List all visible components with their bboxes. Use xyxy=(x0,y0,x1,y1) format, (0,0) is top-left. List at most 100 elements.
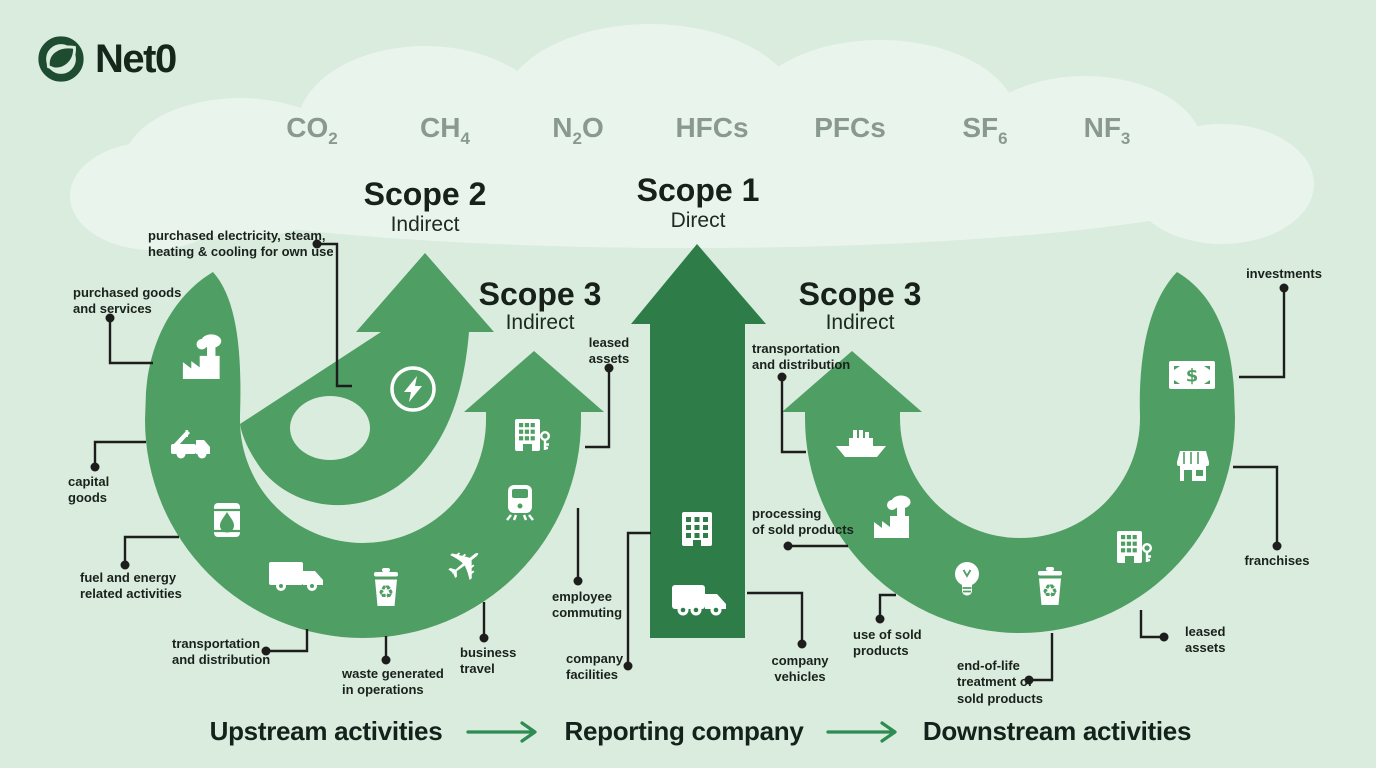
net0-leaf-icon xyxy=(38,36,84,82)
recycle-bin-icon: ♻ xyxy=(1038,567,1062,605)
net0-logo: Net0 xyxy=(36,34,177,84)
connector-dot-business-travel xyxy=(479,633,489,643)
flow-arrow-right xyxy=(826,721,897,743)
connector-investments xyxy=(1239,288,1286,379)
connector-dot-fuel-energy xyxy=(120,560,130,570)
flow-arrows xyxy=(466,721,897,743)
callout-employee-commuting: employee commuting xyxy=(552,589,623,621)
building-key-icon xyxy=(1117,531,1152,563)
gas-label: CO2 xyxy=(286,112,337,148)
scope2-subtitle: Indirect xyxy=(390,213,460,236)
box-truck-icon xyxy=(672,585,726,616)
connector-purchased-goods xyxy=(108,318,153,365)
callout-end-of-life: end-of-life treatment of sold products xyxy=(957,658,1043,706)
connector-transportation-upstream xyxy=(266,629,309,653)
scope2-title: Scope 2 xyxy=(363,176,487,212)
lightning-circle-icon xyxy=(390,366,436,412)
callout-leased-assets-upstream: leased assets xyxy=(588,335,630,367)
svg-text:$: $ xyxy=(1186,366,1199,387)
connector-dot-use-sold-products xyxy=(875,614,885,624)
connector-dot-purchased-goods xyxy=(105,313,115,323)
callout-leased-assets-downstream: leased assets xyxy=(1185,624,1226,656)
connector-fuel-energy xyxy=(123,535,179,565)
factory-smoke-icon xyxy=(874,495,911,538)
connector-capital-goods xyxy=(93,440,146,467)
connector-dot-capital-goods xyxy=(90,462,100,472)
connector-dot-purchased-electricity xyxy=(312,239,322,249)
connector-leased-assets-downstream xyxy=(1139,610,1164,639)
gas-label: CH4 xyxy=(420,112,470,148)
connector-company-facilities xyxy=(626,531,651,666)
callout-investments: investments xyxy=(1246,266,1322,281)
scope3-right-title: Scope 3 xyxy=(798,276,922,312)
connector-dot-transportation-downstream xyxy=(777,372,787,382)
office-building-icon xyxy=(682,512,712,546)
callout-waste-operations: waste generated in operations xyxy=(342,666,444,698)
connector-dot-investments xyxy=(1279,283,1289,293)
callout-company-facilities: company facilities xyxy=(566,651,624,683)
scope1-subtitle: Direct xyxy=(670,209,726,232)
connector-leased-assets-upstream xyxy=(585,368,611,449)
callout-transportation-downstream: transportation and distribution xyxy=(752,341,851,373)
connector-use-sold-products xyxy=(878,593,896,619)
gas-label: SF6 xyxy=(962,112,1007,148)
callout-transportation-upstream: transportation and distribution xyxy=(172,636,271,668)
footer-downstream-label: Downstream activities xyxy=(922,716,1192,746)
logo-text: Net0 xyxy=(95,36,177,81)
connector-end-of-life xyxy=(1029,633,1054,682)
train-icon xyxy=(506,485,534,521)
lightbulb-icon xyxy=(955,562,979,596)
scope2-arrow-hole xyxy=(290,396,370,460)
scope1-arrow xyxy=(631,244,766,638)
scope2-arrow xyxy=(240,253,494,506)
svg-text:♻: ♻ xyxy=(1042,581,1058,602)
svg-text:♻: ♻ xyxy=(378,582,394,603)
connector-dot-employee-commuting xyxy=(573,576,583,586)
crane-truck-icon xyxy=(171,430,210,459)
connector-dot-processing-sold-products xyxy=(783,541,793,551)
dollar-bill-icon: $ xyxy=(1169,361,1215,389)
connector-dot-franchises xyxy=(1272,541,1282,551)
connector-dot-company-facilities xyxy=(623,661,633,671)
ship-icon xyxy=(836,430,886,457)
connector-transportation-downstream xyxy=(780,377,806,454)
recycle-bin-icon: ♻ xyxy=(374,568,398,606)
gas-label: NF3 xyxy=(1084,112,1131,148)
scope1-title: Scope 1 xyxy=(636,172,760,208)
upstream-scope3-band xyxy=(145,272,604,638)
footer-upstream-label: Upstream activities xyxy=(209,716,443,746)
connector-franchises xyxy=(1233,465,1279,546)
footer-reporting-label: Reporting company xyxy=(564,716,804,746)
gas-cloud xyxy=(70,24,1314,250)
connector-dot-transportation-upstream xyxy=(261,646,271,656)
factory-icon xyxy=(182,334,222,379)
gas-label: HFCs xyxy=(675,112,748,143)
connector-company-vehicles xyxy=(747,591,804,644)
scope3-right-subtitle: Indirect xyxy=(825,311,895,334)
connector-purchased-electricity xyxy=(317,242,352,388)
connector-dot-leased-assets-downstream xyxy=(1159,632,1169,642)
callout-franchises: franchises xyxy=(1244,553,1310,568)
callout-processing-sold-products: processing of sold products xyxy=(752,506,854,538)
connector-dot-company-vehicles xyxy=(797,639,807,649)
gas-label: PFCs xyxy=(814,112,886,143)
gas-labels: CO2 CH4 N2O HFCs PFCs SF6 NF3 xyxy=(286,112,1130,148)
building-key-icon xyxy=(515,419,550,451)
callout-business-travel: business travel xyxy=(460,645,517,677)
callout-company-vehicles: company vehicles xyxy=(771,653,829,685)
callout-fuel-energy: fuel and energy related activities xyxy=(80,570,182,602)
connector-dot-end-of-life xyxy=(1024,675,1034,685)
callout-purchased-electricity: purchased electricity, steam, heating & … xyxy=(148,228,334,260)
connector-dot-waste-operations xyxy=(381,655,391,665)
storefront-icon xyxy=(1177,451,1209,481)
flow-arrow-left xyxy=(466,721,537,743)
connector-dot-leased-assets-upstream xyxy=(604,363,614,373)
callout-use-sold-products: use of sold products xyxy=(853,627,922,659)
delivery-truck-icon xyxy=(269,562,323,591)
gas-label: N2O xyxy=(552,112,603,148)
callout-connectors xyxy=(90,239,1289,685)
scope3-left-subtitle: Indirect xyxy=(505,311,575,334)
callout-purchased-goods: purchased goods and services xyxy=(73,285,182,317)
callout-capital-goods: capital goods xyxy=(68,474,110,506)
